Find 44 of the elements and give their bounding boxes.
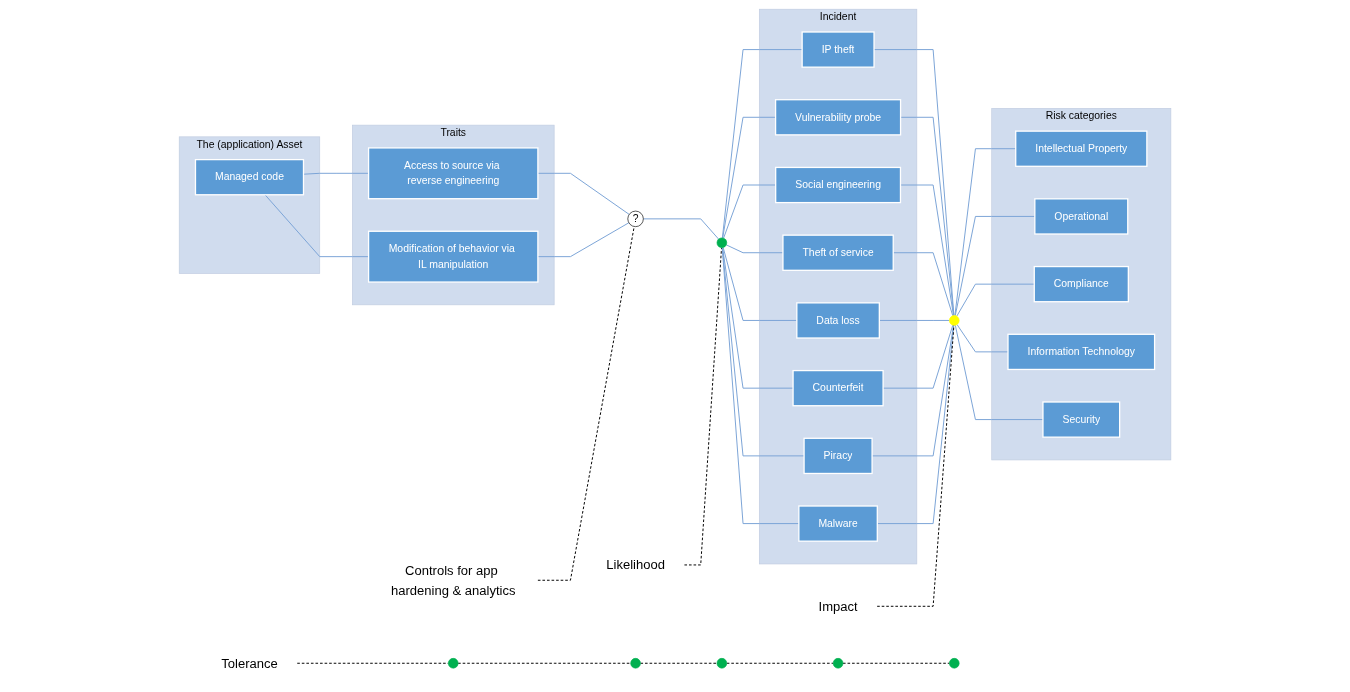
connector (457, 662, 632, 664)
node-box: Access to source via reverse engineering (367, 147, 539, 200)
node-box: Security (1042, 401, 1121, 438)
node-box: Theft of service (782, 234, 894, 271)
node-box: Intellectual Property (1015, 130, 1148, 167)
node-text: Likelihood (606, 557, 665, 573)
connector (842, 662, 950, 664)
connector (873, 49, 955, 317)
node-box: Malware (798, 505, 878, 542)
connector (642, 218, 720, 240)
connector (722, 247, 794, 389)
connector (876, 324, 955, 607)
node-box: Social engineering (775, 166, 902, 204)
node-circle (949, 315, 960, 326)
node-text: Impact (818, 599, 858, 614)
node-box: Modification of behavior via IL manipulation (367, 230, 539, 283)
node-box: Managed code (194, 158, 305, 196)
node-box: Operational (1034, 198, 1129, 235)
connector (537, 222, 630, 258)
connector (956, 283, 1035, 317)
node-text: Tolerance (221, 656, 278, 671)
node-box: Vulnerability probe (774, 99, 902, 136)
node-text: Controls for app hardening & analytics (390, 563, 516, 598)
node-box: Piracy (803, 437, 873, 475)
node-box: Data loss (796, 302, 880, 339)
node-circle (448, 658, 459, 669)
connector (537, 226, 635, 581)
node-circle (630, 658, 641, 669)
connector (900, 116, 955, 317)
connector (296, 662, 449, 664)
node-circle: ? (627, 210, 644, 227)
node-circle (832, 658, 844, 669)
node-box: Information Technology (1007, 333, 1156, 371)
node-circle (949, 658, 960, 669)
node-circle (716, 658, 728, 669)
connector (683, 247, 722, 566)
connector (537, 172, 630, 215)
node-box: Counterfeit (792, 369, 884, 407)
connector (721, 49, 803, 239)
connector (721, 247, 805, 457)
connector (726, 662, 834, 664)
node-box: IP theft (801, 31, 875, 68)
node-box: Compliance (1033, 265, 1129, 303)
node-circle (716, 237, 728, 248)
